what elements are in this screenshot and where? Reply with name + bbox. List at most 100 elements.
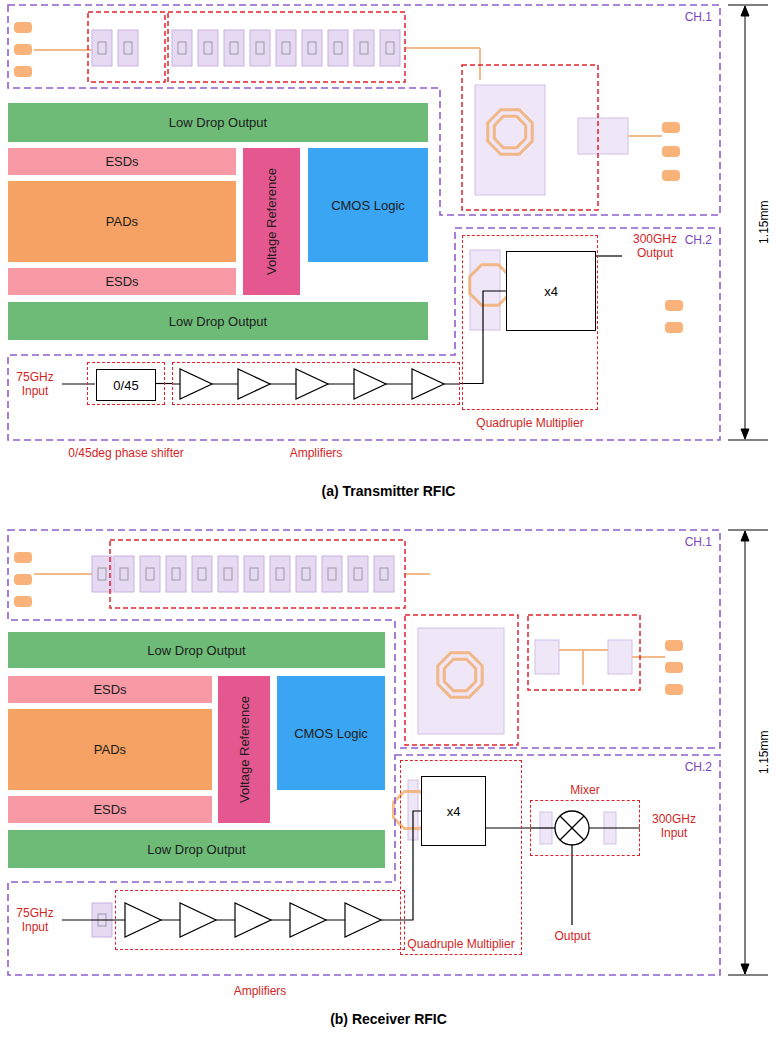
layout-cell (198, 30, 218, 66)
bond-pad (14, 596, 32, 607)
layout-cell (204, 42, 212, 54)
signal-wire (62, 256, 640, 925)
layout-cell (334, 42, 342, 54)
layout-cell (470, 250, 500, 330)
regulator-block: Low Drop Output (8, 302, 428, 340)
pad-block: PADs (8, 181, 236, 262)
esd-block: ESDs (8, 148, 236, 175)
layout-trace (582, 650, 584, 685)
layout-cell (256, 42, 264, 54)
layout-cell (146, 568, 154, 580)
bond-pad (14, 44, 32, 55)
regulator-block: Low Drop Output (8, 103, 428, 142)
signal-label: 300GHz Output (624, 232, 686, 261)
layout-cell (418, 628, 504, 734)
channel-outline (8, 228, 720, 440)
layout-cell (124, 42, 132, 54)
group-label: Amplifiers (290, 446, 343, 460)
layout-cell (276, 30, 296, 66)
layout-cell (475, 85, 545, 195)
signal-label: 75GHz Input (8, 370, 62, 399)
circuit-group: Quadruple Multiplierx4 (462, 235, 598, 410)
bond-pad (662, 170, 680, 181)
block-label: Voltage Reference (237, 696, 252, 803)
bond-pad (662, 146, 680, 157)
inductor-symbol (470, 265, 511, 306)
block-label: ESDs (93, 802, 126, 817)
channel-label: CH.1 (685, 535, 712, 549)
layout-cell (178, 42, 186, 54)
group-label: Quadruple Multiplier (476, 416, 583, 430)
bond-pad (14, 574, 32, 585)
block-label: ESDs (105, 154, 138, 169)
group-label: Amplifiers (234, 984, 287, 998)
inductor-symbol (494, 116, 525, 147)
layout-cell (308, 42, 316, 54)
block-label: Voltage Reference (264, 168, 279, 275)
layout-trace (632, 656, 665, 658)
layout-cell (98, 42, 106, 54)
layout-cell (230, 42, 238, 54)
bond-pad (665, 300, 683, 311)
bond-pad (662, 122, 680, 133)
block-label: PADs (94, 742, 126, 757)
layout-cell (360, 42, 368, 54)
layout-cell (192, 556, 212, 592)
logic-block: CMOS Logic (308, 148, 428, 262)
layout-cell (374, 556, 394, 592)
pad-block: PADs (8, 709, 212, 790)
dimension-line (728, 5, 768, 975)
channel-label: CH.2 (685, 233, 712, 247)
layout-cell (322, 556, 342, 592)
layout-cell (218, 556, 238, 592)
layout-cell (120, 568, 128, 580)
layout-trace (405, 47, 480, 49)
esd-block: ESDs (8, 796, 212, 823)
layout-cell (98, 568, 106, 580)
layout-cell (224, 30, 244, 66)
function-box: 0/45 (96, 369, 156, 401)
inductor-symbol (438, 653, 482, 697)
layout-cell (302, 30, 322, 66)
circuit-group: Mixer (530, 800, 640, 856)
signal-label: Output (545, 929, 600, 943)
esd-block: ESDs (8, 268, 236, 295)
inductor-symbol (444, 659, 475, 690)
reference-block: Voltage Reference (218, 676, 270, 823)
group-label: Quadruple Multiplier (407, 937, 514, 951)
layout-cell (224, 568, 232, 580)
function-label: x4 (447, 804, 461, 819)
layout-cell (172, 568, 180, 580)
block-label: Low Drop Output (169, 314, 267, 329)
mixer-symbol (555, 811, 589, 845)
figure-caption: (a) Transmitter RFIC (0, 483, 777, 500)
channel-label: CH.2 (685, 760, 712, 774)
layout-trace (479, 48, 481, 80)
channel-region: CH.20/45deg phase shifter0/45AmplifiersQ… (8, 228, 720, 440)
bond-pad (665, 662, 683, 673)
layout-cell (92, 556, 112, 592)
group-label: 0/45deg phase shifter (68, 446, 183, 460)
block-label: Low Drop Output (147, 643, 245, 658)
bond-pad (665, 322, 683, 333)
layout-cell (276, 568, 284, 580)
reference-block: Voltage Reference (243, 148, 300, 295)
layout-trace (628, 135, 662, 137)
layout-cell (250, 568, 258, 580)
layout-cell (380, 568, 388, 580)
bond-pad (14, 552, 32, 563)
layout-trace (405, 573, 430, 575)
layout-cell (354, 568, 362, 580)
signal-wire (156, 383, 172, 384)
inductor-symbol (488, 110, 532, 154)
layout-cell (250, 30, 270, 66)
layout-cell (328, 568, 336, 580)
layout-cell (296, 556, 316, 592)
channel-region: CH.2AmplifiersQuadruple Multiplierx4Mixe… (8, 755, 720, 975)
layout-cell (354, 30, 374, 66)
layout-cell (198, 568, 206, 580)
channel-outline (8, 755, 720, 975)
logic-block: CMOS Logic (277, 676, 385, 790)
signal-label: 75GHz Input (8, 906, 62, 935)
function-box: x4 (421, 776, 486, 846)
